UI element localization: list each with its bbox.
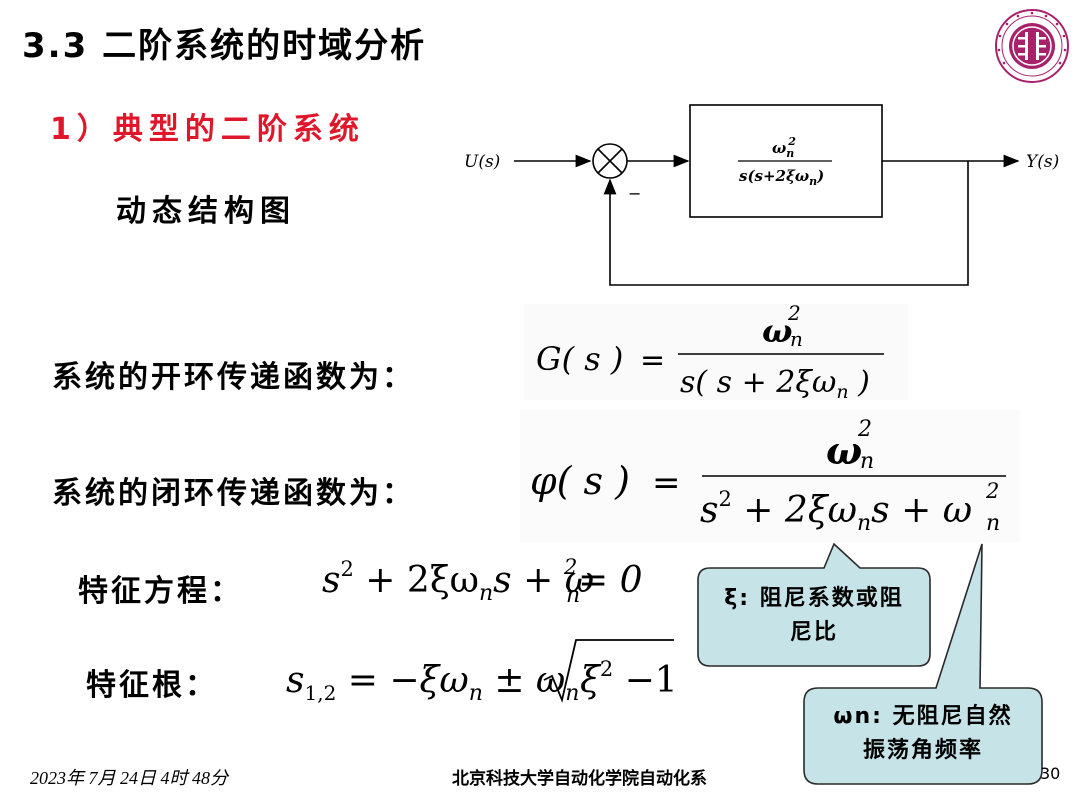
input-label: U(s)	[464, 152, 500, 172]
char-eq-formula: s2 + 2ξωns + ω 2 n = 0	[322, 555, 643, 608]
svg-text:s( s + 2ξωn ): s( s + 2ξωn )	[680, 365, 870, 403]
svg-text:φ( s ): φ( s )	[530, 459, 630, 503]
section-subtitle: 1）典型的二阶系统	[50, 112, 365, 147]
wn-callout-shape	[803, 543, 1043, 785]
block-numerator: ωn2	[772, 135, 796, 160]
open-loop-formula: G( s ) = ω 2 n s( s + 2ξωn )	[536, 301, 884, 403]
svg-text:=: =	[640, 343, 665, 378]
summing-junction	[592, 143, 628, 179]
structure-label: 动态结构图	[116, 194, 296, 229]
feedback-path	[603, 161, 969, 286]
open-loop-label: 系统的开环传递函数为：	[52, 360, 415, 395]
svg-text:2: 2	[563, 555, 577, 579]
char-root-label: 特征根：	[86, 668, 218, 703]
output-label: Y(s)	[1026, 152, 1059, 172]
svg-text:s1,2 = −ξωn ± ωn: s1,2 = −ξωn ± ωn	[286, 660, 579, 706]
svg-text:n: n	[860, 449, 874, 474]
xi-callout-shape	[697, 542, 931, 667]
svg-text:n: n	[986, 511, 1000, 536]
xi-callout: ξ: 阻尼系数或阻 尼比	[700, 582, 928, 650]
footer-school: 北京科技大学自动化学院自动化系	[452, 769, 707, 789]
university-logo	[995, 9, 1069, 83]
svg-text:ω: ω	[826, 428, 862, 473]
char-root-formula: s1,2 = −ξωn ± ωn ξ2 −1	[286, 639, 678, 706]
svg-text:=: =	[652, 463, 681, 503]
closed-loop-label: 系统的闭环传递函数为：	[52, 476, 415, 511]
feedback-sign: −	[628, 184, 641, 203]
svg-text:s2 + 2ξωns + ω: s2 + 2ξωns + ω	[322, 557, 594, 606]
wn-callout: ωn: 无阻尼自然 振荡角频率	[806, 700, 1040, 768]
block-diagram: U(s) − ωn2 s(s+2ξωn) Y(s)	[464, 104, 1059, 286]
page-number: 30	[1040, 764, 1061, 783]
page-title: 3.3 二阶系统的时域分析	[22, 26, 427, 66]
char-eq-label: 特征方程：	[78, 574, 243, 609]
footer-date: 2023年 7月 24日 4时 48分	[30, 768, 228, 788]
xi-callout-line1: ξ: 阻尼系数或阻	[724, 586, 904, 611]
svg-text:s2 + 2ξωns + ω: s2 + 2ξωns + ω	[700, 487, 972, 536]
svg-text:n: n	[790, 327, 803, 351]
svg-text:2: 2	[857, 417, 872, 442]
svg-text:ξ2 −1: ξ2 −1	[580, 657, 678, 701]
wn-callout-line2: 振荡角频率	[862, 738, 983, 763]
svg-text:ω: ω	[762, 312, 792, 350]
svg-text:G( s ): G( s )	[536, 340, 623, 378]
closed-loop-formula: φ( s ) = ω 2 n s2 + 2ξωns + ω 2 n	[530, 417, 1006, 536]
open-loop-box	[524, 304, 908, 400]
wn-callout-line1: ωn: 无阻尼自然	[833, 704, 1013, 729]
svg-text:= 0: = 0	[578, 560, 643, 601]
svg-text:2: 2	[787, 301, 801, 325]
svg-text:2: 2	[985, 479, 999, 503]
svg-text:n: n	[566, 583, 580, 608]
xi-callout-line2: 尼比	[789, 620, 838, 645]
block-denominator: s(s+2ξωn)	[739, 167, 824, 188]
